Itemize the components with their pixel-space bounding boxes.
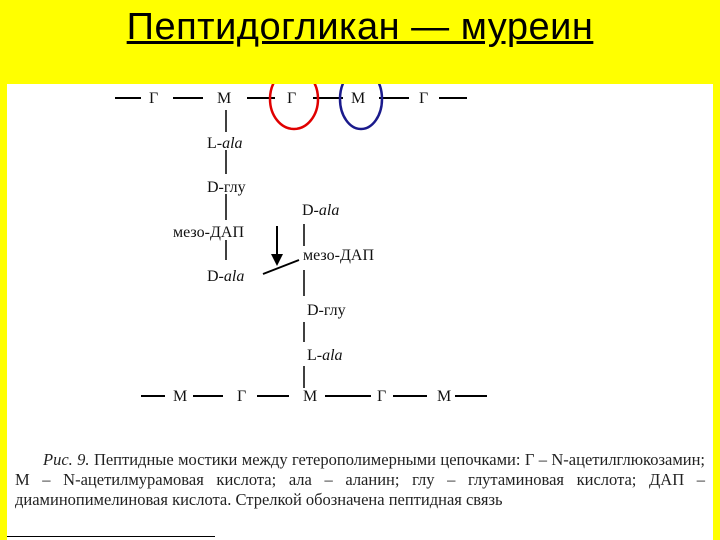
slide-title: Пептидогликан — муреин	[126, 6, 594, 48]
bottom-chain-m-1: М	[173, 388, 187, 405]
right-l-ala: L-ala	[307, 347, 343, 364]
left-d-ala: D-ala	[207, 268, 244, 285]
caption-text: Пептидные мостики между гетерополимерным…	[15, 450, 705, 509]
bottom-chain-m-2: М	[303, 388, 317, 405]
bottom-chain-g-2: Г	[377, 388, 386, 405]
blue-circle-highlight	[338, 84, 384, 131]
crosslink-bond	[262, 259, 300, 275]
figure-panel: Г М Г М Г L-ala D-глу мезо-ДАП D-ala D-a…	[7, 84, 713, 540]
peptidoglycan-diagram: Г М Г М Г L-ala D-глу мезо-ДАП D-ala D-a…	[115, 84, 487, 405]
red-circle-highlight	[268, 84, 320, 131]
figure-caption: Рис. 9. Пептидные мостики между гетеропо…	[15, 450, 705, 510]
top-chain-g-1: Г	[149, 90, 158, 107]
caption-underline	[7, 536, 215, 537]
left-meso-dap: мезо-ДАП	[173, 224, 244, 241]
left-d-glu: D-глу	[207, 179, 246, 196]
bottom-chain-m-3: М	[437, 388, 451, 405]
down-arrow-icon	[271, 226, 283, 266]
caption-figure-number: Рис. 9.	[43, 450, 90, 469]
top-chain-m-2: М	[351, 90, 365, 107]
right-meso-dap: мезо-ДАП	[303, 247, 374, 264]
top-chain-g-2: Г	[287, 90, 296, 107]
top-chain-m-1: М	[217, 90, 231, 107]
top-chain-g-3: Г	[419, 90, 428, 107]
left-l-ala: L-ala	[207, 135, 243, 152]
bottom-chain-g-1: Г	[237, 388, 246, 405]
right-d-glu: D-глу	[307, 302, 346, 319]
right-d-ala: D-ala	[302, 202, 339, 219]
